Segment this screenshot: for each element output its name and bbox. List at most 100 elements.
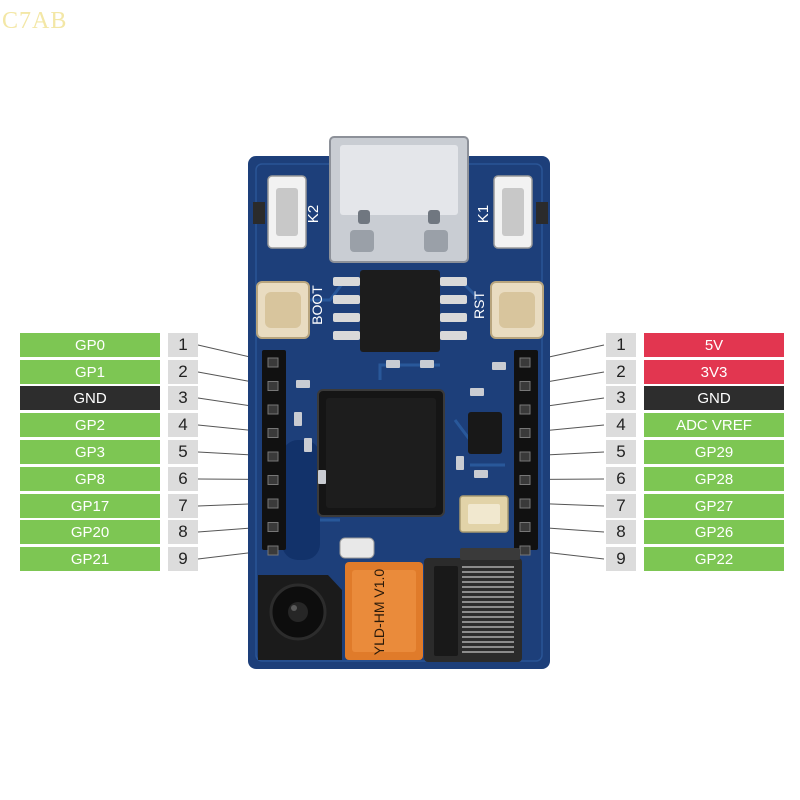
silkscreen-rst: RST bbox=[471, 291, 487, 319]
pin-label: GP28 bbox=[644, 467, 784, 491]
left-pin-row: GND 3 bbox=[20, 386, 198, 410]
pin-label: GP2 bbox=[20, 413, 160, 437]
flex-cable bbox=[345, 562, 423, 660]
pin-number: 7 bbox=[168, 494, 198, 518]
pin-headers bbox=[262, 350, 538, 556]
silkscreen-flex-label: YLD-HM V1.0 bbox=[371, 569, 387, 656]
fpc-pin bbox=[462, 651, 514, 653]
fpc-pin bbox=[462, 641, 514, 643]
pin-number: 4 bbox=[168, 413, 198, 437]
right-pin-row: 9 GP22 bbox=[606, 547, 784, 571]
pin-number: 3 bbox=[168, 386, 198, 410]
right-pin-row: 6 GP28 bbox=[606, 467, 784, 491]
fpc-pin bbox=[462, 626, 514, 628]
fpc-pin bbox=[462, 571, 514, 573]
fpc-pin bbox=[462, 596, 514, 598]
left-header-pin bbox=[267, 428, 279, 438]
pin-label: GP8 bbox=[20, 467, 160, 491]
left-pin-row: GP8 6 bbox=[20, 467, 198, 491]
pin-label: GP3 bbox=[20, 440, 160, 464]
right-pin-row: 1 5V bbox=[606, 333, 784, 357]
k1-button bbox=[493, 175, 533, 249]
fpc-pin bbox=[462, 616, 514, 618]
pin-label: GP29 bbox=[644, 440, 784, 464]
pin-number: 7 bbox=[606, 494, 636, 518]
right-pin-row: 3 GND bbox=[606, 386, 784, 410]
pin-number: 1 bbox=[168, 333, 198, 357]
pin-label: GP27 bbox=[644, 494, 784, 518]
pin-number: 2 bbox=[606, 360, 636, 384]
pin-number: 3 bbox=[606, 386, 636, 410]
pin-number: 6 bbox=[168, 467, 198, 491]
fpc-pins bbox=[462, 566, 514, 653]
k2-button bbox=[267, 175, 307, 249]
right-pin-row: 4 ADC VREF bbox=[606, 413, 784, 437]
pin-number: 8 bbox=[606, 520, 636, 544]
pin-label: 3V3 bbox=[644, 360, 784, 384]
left-pin-row: GP3 5 bbox=[20, 440, 198, 464]
watermark-text: C7AB bbox=[2, 8, 68, 34]
left-header-pin bbox=[267, 404, 279, 415]
left-header-strip bbox=[262, 350, 286, 550]
fpc-pin bbox=[462, 606, 514, 608]
right-header-strip bbox=[514, 350, 538, 550]
flash-chip bbox=[333, 270, 467, 352]
left-pin-row: GP1 2 bbox=[20, 360, 198, 384]
pcb-dark-region bbox=[282, 440, 320, 560]
smd-component bbox=[536, 202, 548, 224]
left-header-pin bbox=[267, 498, 279, 509]
fpc-pin bbox=[462, 576, 514, 578]
fpc-pin bbox=[462, 636, 514, 638]
pin-label: GP26 bbox=[644, 520, 784, 544]
right-pin-row: 5 GP29 bbox=[606, 440, 784, 464]
pin-number: 1 bbox=[606, 333, 636, 357]
fpc-pin bbox=[462, 621, 514, 623]
usb-c-connector bbox=[329, 136, 469, 263]
left-pin-row: GP0 1 bbox=[20, 333, 198, 357]
silkscreen-k2: K2 bbox=[305, 205, 322, 223]
pin-label: GND bbox=[20, 386, 160, 410]
passive-components bbox=[294, 360, 528, 484]
pin-label: 5V bbox=[644, 333, 784, 357]
mcu-chip bbox=[317, 389, 445, 517]
pin-label: ADC VREF bbox=[644, 413, 784, 437]
fpc-connector bbox=[424, 548, 522, 662]
camera-module bbox=[258, 575, 342, 660]
left-pin-row: GP21 9 bbox=[20, 547, 198, 571]
pin-label: GP21 bbox=[20, 547, 160, 571]
right-header-pin bbox=[519, 428, 531, 438]
fpc-pin bbox=[462, 591, 514, 593]
smd-component bbox=[253, 202, 265, 224]
fpc-pin bbox=[462, 646, 514, 648]
pin-number: 5 bbox=[168, 440, 198, 464]
smd-capacitor bbox=[339, 537, 375, 559]
fpc-pin bbox=[462, 631, 514, 633]
pin-label: GP22 bbox=[644, 547, 784, 571]
silkscreen-boot: BOOT bbox=[309, 285, 325, 325]
right-header-pin bbox=[519, 475, 531, 485]
pin-label: GP0 bbox=[20, 333, 160, 357]
boot-button bbox=[256, 281, 310, 339]
left-pin-row: GP20 8 bbox=[20, 520, 198, 544]
pin-number: 2 bbox=[168, 360, 198, 384]
pin-number: 5 bbox=[606, 440, 636, 464]
pin-number: 4 bbox=[606, 413, 636, 437]
pin-number: 6 bbox=[606, 467, 636, 491]
fpc-pin bbox=[462, 611, 514, 613]
rst-button bbox=[490, 281, 544, 339]
pin-label: GP1 bbox=[20, 360, 160, 384]
pin-number: 8 bbox=[168, 520, 198, 544]
fpc-pin bbox=[462, 601, 514, 603]
right-header-pin bbox=[519, 451, 531, 462]
pin-label: GND bbox=[644, 386, 784, 410]
right-pin-row: 7 GP27 bbox=[606, 494, 784, 518]
crystal-oscillator bbox=[459, 495, 509, 533]
right-header-pin bbox=[519, 498, 531, 509]
left-pin-row: GP17 7 bbox=[20, 494, 198, 518]
left-header-pin bbox=[267, 357, 279, 368]
left-header-pin bbox=[267, 545, 279, 556]
right-header-pin bbox=[519, 545, 531, 556]
pin-label: GP17 bbox=[20, 494, 160, 518]
left-pin-row: GP2 4 bbox=[20, 413, 198, 437]
